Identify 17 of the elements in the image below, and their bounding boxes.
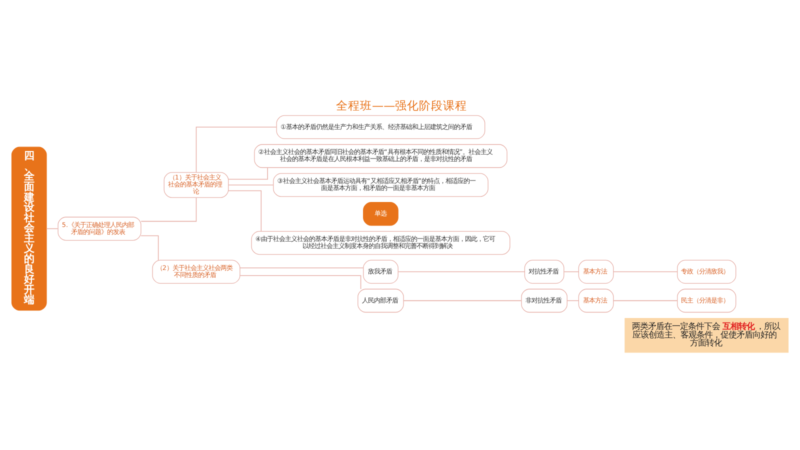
connector <box>564 271 580 272</box>
node-box: 两类矛盾在一定条件下会互相转化，所以应该创造主、客观条件，促使矛盾向好的方面转化 <box>624 318 789 353</box>
connector <box>398 271 526 272</box>
connector <box>196 126 277 173</box>
connector <box>228 168 268 180</box>
connector <box>403 300 522 302</box>
connector <box>140 235 159 261</box>
node-box: 四、全面建设社会主义的良好开端 <box>11 146 47 311</box>
diagram-title: 全程班——强化阶段课程 <box>336 98 468 112</box>
connector <box>613 271 678 272</box>
connector <box>140 197 197 222</box>
connector <box>228 190 262 232</box>
connector <box>46 228 58 230</box>
connector <box>613 300 678 302</box>
connector <box>240 275 362 290</box>
connector <box>228 184 274 186</box>
connector <box>566 300 579 302</box>
